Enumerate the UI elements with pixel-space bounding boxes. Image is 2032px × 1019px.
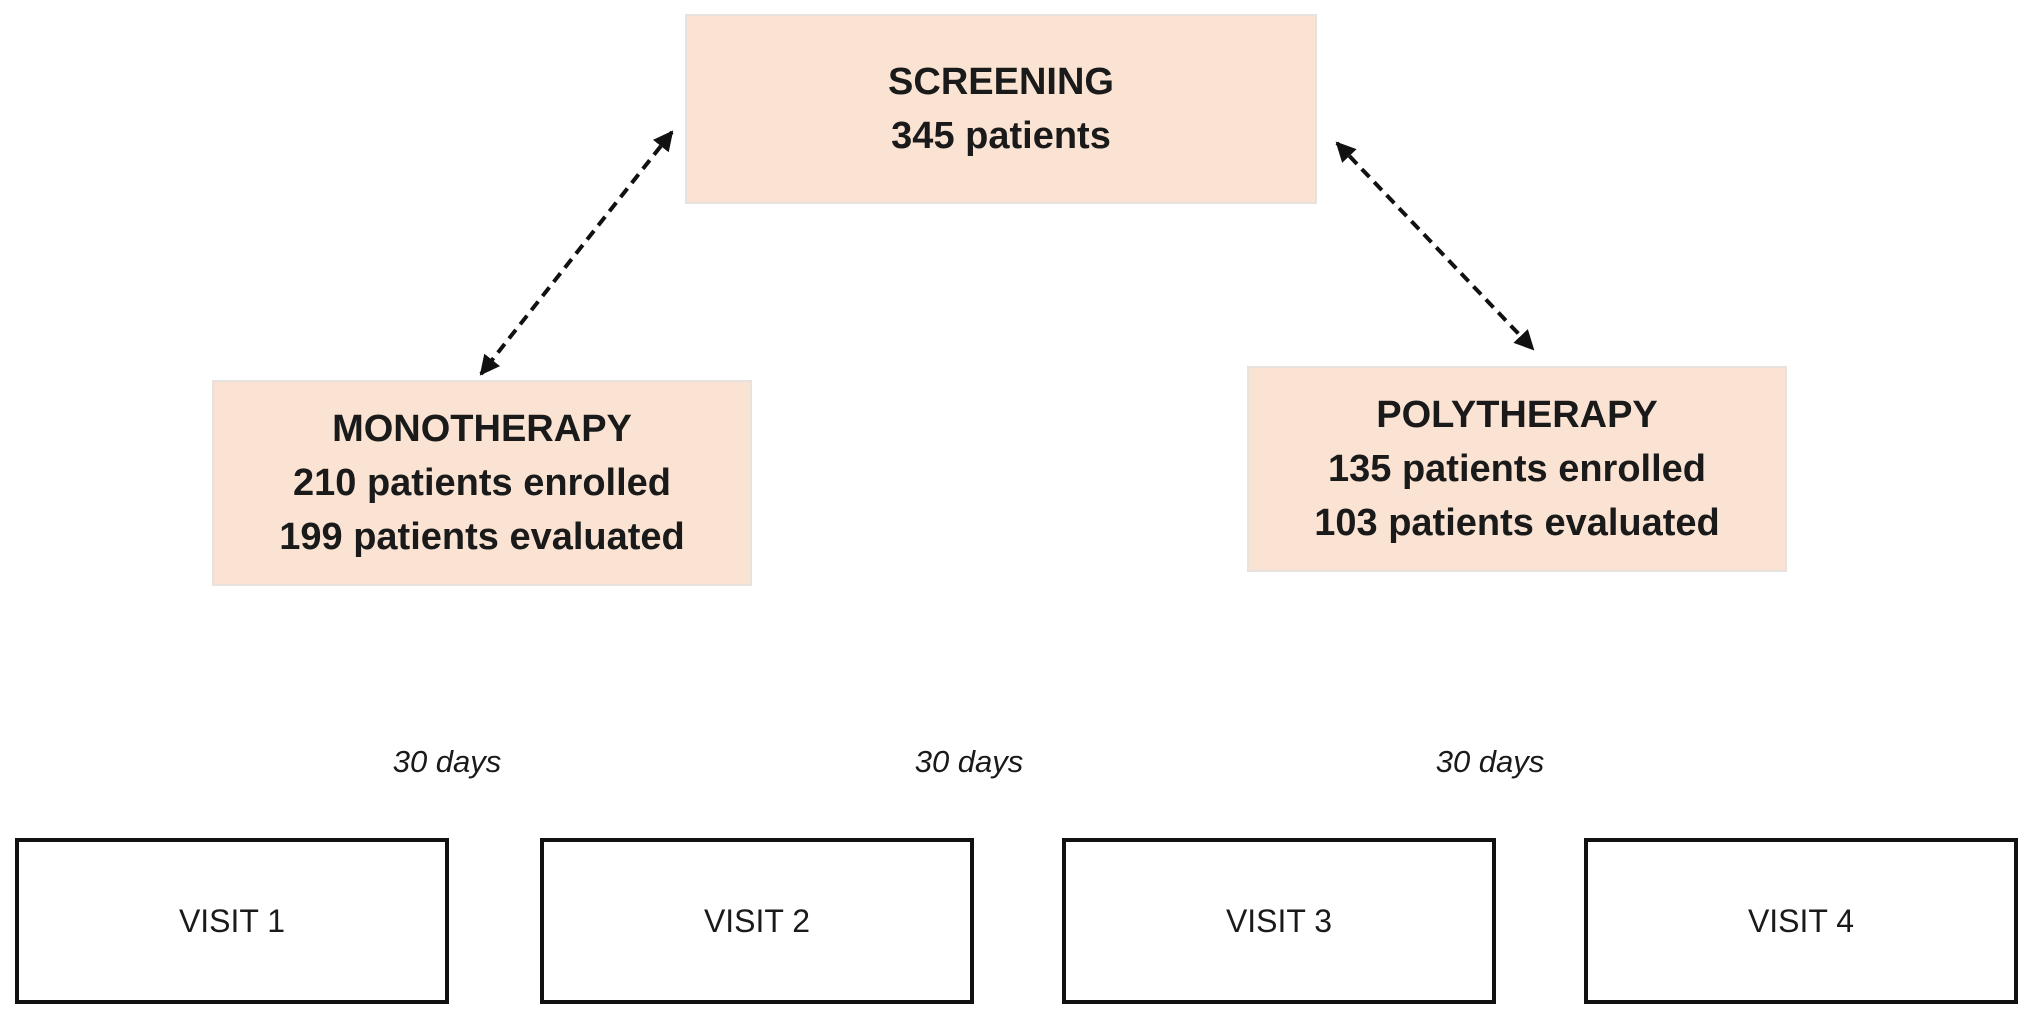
visit-box: VISIT 3 <box>1062 838 1496 1004</box>
screening-polytherapy-arrow <box>1335 141 1535 351</box>
visit-box: VISIT 2 <box>540 838 974 1004</box>
visit-box: VISIT 4 <box>1584 838 2018 1004</box>
visit-label: VISIT 1 <box>178 902 286 939</box>
polytherapy-title: POLYTHERAPY <box>1376 394 1658 436</box>
visit-box: VISIT 1 <box>15 838 449 1004</box>
screening-box: SCREENING 345 patients <box>685 14 1317 204</box>
monotherapy-enrolled: 210 patients enrolled <box>292 462 671 504</box>
screening-monotherapy-arrow <box>479 130 674 376</box>
monotherapy-title: MONOTHERAPY <box>332 408 632 450</box>
visit-label: VISIT 4 <box>1747 902 1855 939</box>
monotherapy-evaluated: 199 patients evaluated <box>279 516 685 558</box>
interval-label: 30 days <box>1435 744 1545 779</box>
screening-title: SCREENING <box>888 61 1114 103</box>
polytherapy-box: POLYTHERAPY 135 patients enrolled 103 pa… <box>1247 366 1787 572</box>
interval-label: 30 days <box>392 744 502 779</box>
polytherapy-evaluated: 103 patients evaluated <box>1314 502 1720 544</box>
visit-label: VISIT 3 <box>1225 902 1333 939</box>
interval-label: 30 days <box>914 744 1024 779</box>
visit-label: VISIT 2 <box>703 902 811 939</box>
monotherapy-box: MONOTHERAPY 210 patients enrolled 199 pa… <box>212 380 752 586</box>
polytherapy-enrolled: 135 patients enrolled <box>1327 448 1706 490</box>
screening-patient-count: 345 patients <box>891 115 1111 157</box>
